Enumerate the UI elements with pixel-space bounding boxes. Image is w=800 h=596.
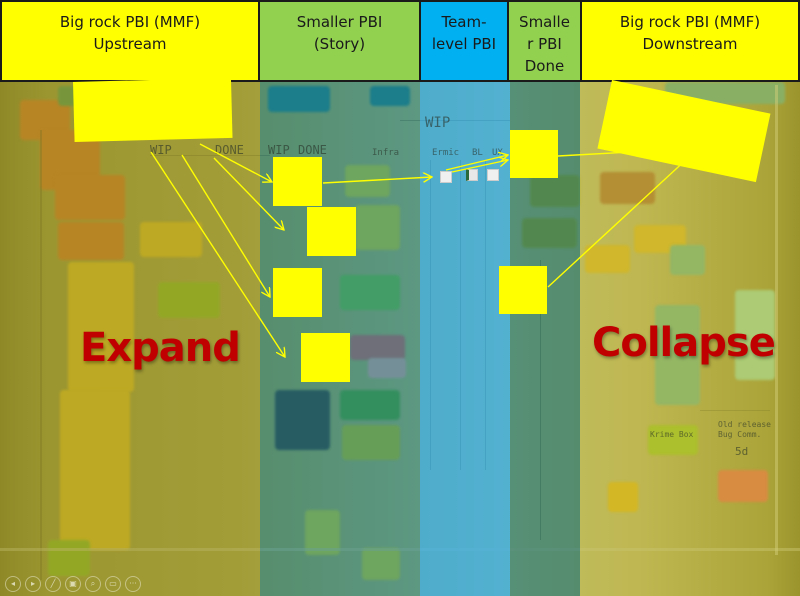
more-options-icon: ··· bbox=[129, 579, 137, 588]
handwritten-team-col: Ermic bbox=[432, 148, 460, 158]
see-all-slides-button[interactable]: ▣ bbox=[65, 576, 81, 592]
header-team-level: Team- level PBI bbox=[419, 0, 509, 82]
done-marker-2 bbox=[499, 266, 547, 314]
next-slide-button[interactable]: ▸ bbox=[25, 576, 41, 592]
header-upstream: Big rock PBI (MMF) Upstream bbox=[0, 0, 260, 82]
handwritten-done: DONE bbox=[215, 143, 244, 157]
header-done: Smalle r PBI Done bbox=[507, 0, 582, 82]
column-header-row: Big rock PBI (MMF) Upstream Smaller PBI … bbox=[0, 0, 800, 82]
handwritten-team-col: Infra bbox=[372, 148, 400, 158]
team-task-square bbox=[466, 169, 478, 181]
header-downstream: Big rock PBI (MMF) Downstream bbox=[580, 0, 800, 82]
story-marker-4 bbox=[301, 333, 350, 382]
handwritten-done-story: DONE bbox=[298, 143, 327, 157]
next-slide-icon: ▸ bbox=[30, 579, 35, 588]
story-marker-3 bbox=[273, 268, 322, 317]
pen-icon: ╱ bbox=[50, 579, 56, 588]
handwritten-wip-team: WIP bbox=[425, 115, 451, 131]
story-marker-1 bbox=[273, 157, 322, 206]
zoom-icon: ⌕ bbox=[90, 579, 96, 588]
previous-slide-button[interactable]: ◂ bbox=[5, 576, 21, 592]
done-marker-1 bbox=[510, 130, 558, 178]
screen-options-icon: ▭ bbox=[109, 579, 117, 588]
handwritten-team-col: BL bbox=[472, 148, 483, 158]
handwritten-wip-story: WIP bbox=[268, 143, 290, 157]
team-task-square bbox=[440, 171, 452, 183]
pen-button[interactable]: ╱ bbox=[45, 576, 61, 592]
slideshow-toolbar: ◂ ▸ ╱ ▣ ⌕ ▭ ··· bbox=[5, 576, 141, 592]
handwritten-wip: WIP bbox=[150, 143, 172, 157]
upstream-big-rock-marker bbox=[73, 77, 233, 142]
more-options-button[interactable]: ··· bbox=[125, 576, 141, 592]
team-column-overlay bbox=[420, 82, 510, 596]
collapse-label: Collapse bbox=[592, 320, 776, 366]
handwritten-sd: 5d bbox=[735, 445, 749, 458]
team-task-square bbox=[487, 169, 499, 181]
header-story: Smaller PBI (Story) bbox=[258, 0, 421, 82]
handwritten-krime-box: Krime Box bbox=[650, 430, 694, 439]
expand-label: Expand bbox=[80, 325, 241, 371]
see-all-slides-icon: ▣ bbox=[69, 579, 77, 588]
previous-slide-icon: ◂ bbox=[10, 579, 15, 588]
screen-options-button[interactable]: ▭ bbox=[105, 576, 121, 592]
handwritten-old-release: Old release Bug Comm. bbox=[718, 420, 771, 439]
handwritten-team-col: UX bbox=[492, 148, 503, 158]
zoom-button[interactable]: ⌕ bbox=[85, 576, 101, 592]
story-marker-2 bbox=[307, 207, 356, 256]
